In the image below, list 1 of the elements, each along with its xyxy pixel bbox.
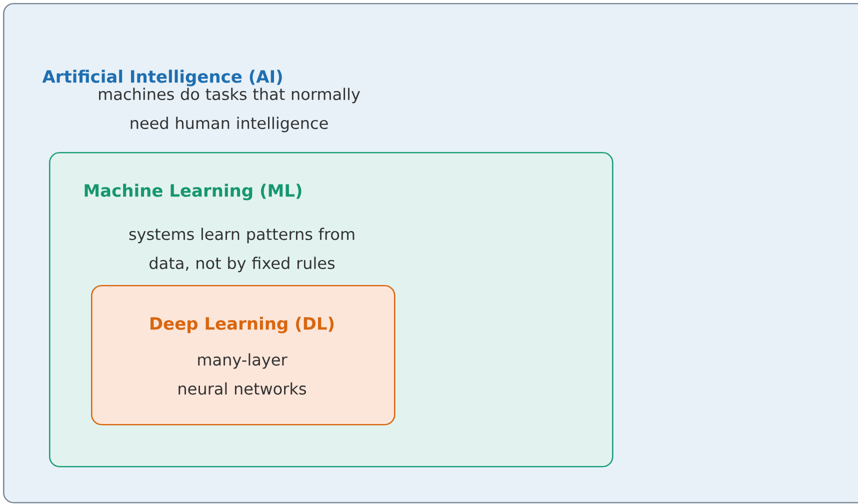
region-box: Deep Learning (DL) many-layer neural networks bbox=[91, 285, 396, 426]
